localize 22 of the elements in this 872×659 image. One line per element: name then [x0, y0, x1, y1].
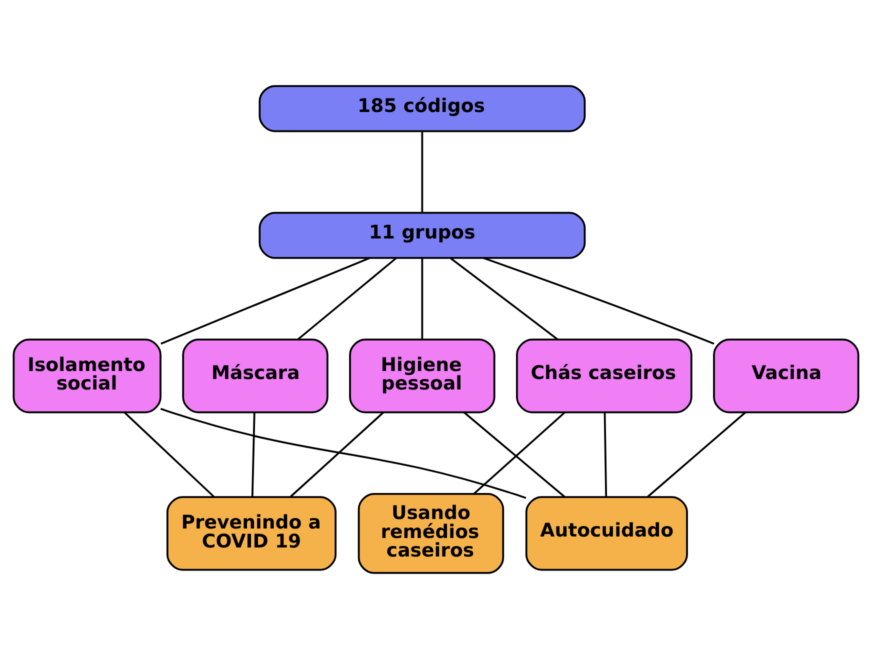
connector — [421, 258, 424, 340]
node-box: Isolamento social — [12, 338, 162, 414]
connector — [160, 408, 526, 499]
node-box: Máscara — [182, 338, 328, 414]
node-box: Vacina — [713, 338, 860, 414]
node-box: Autocuidado — [525, 496, 688, 571]
node-box: Higiene pessoal — [349, 338, 496, 414]
node-box: 185 códigos — [258, 85, 586, 132]
connector — [124, 412, 214, 498]
connector — [647, 412, 746, 498]
connector — [251, 412, 256, 497]
connector — [421, 132, 424, 213]
node-box: Usando remédios caseiros — [358, 492, 504, 574]
node-box: Chás caseiros — [516, 338, 692, 414]
connector — [483, 257, 714, 345]
node-box: 11 grupos — [258, 212, 586, 259]
connector — [297, 257, 397, 340]
connector — [290, 412, 384, 498]
connector — [450, 257, 558, 340]
connector — [160, 257, 370, 345]
node-box: Prevenindo a COVID 19 — [166, 496, 337, 571]
connector — [604, 412, 608, 497]
